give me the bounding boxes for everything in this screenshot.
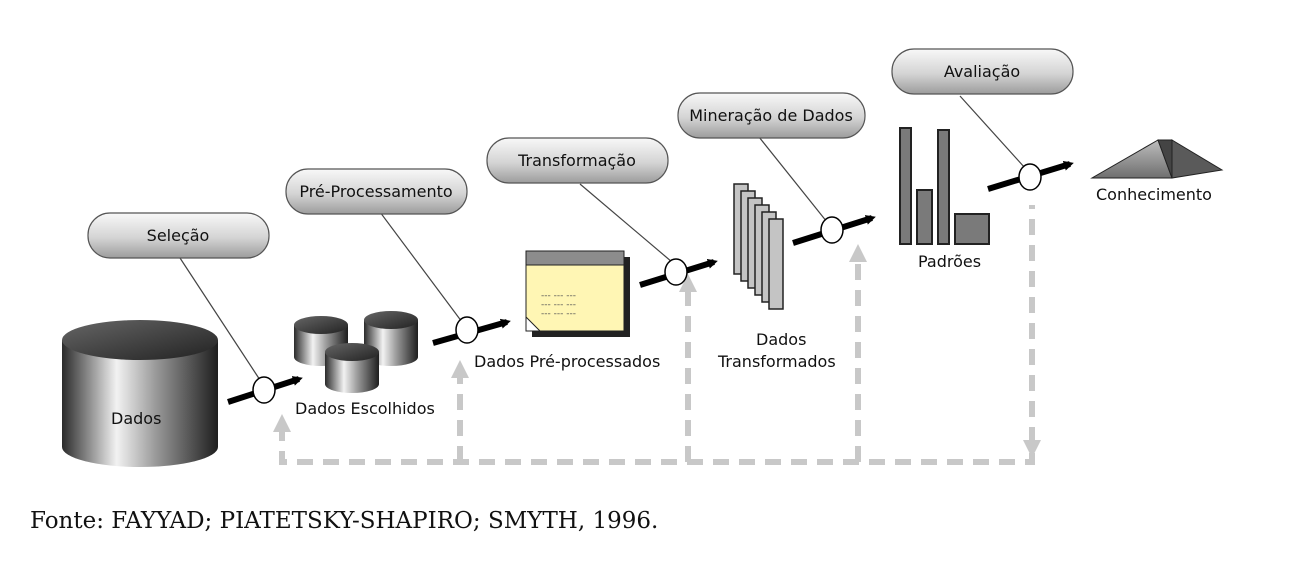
step-transformacao: Transformação bbox=[486, 137, 669, 184]
step-avaliacao-label: Avaliação bbox=[944, 62, 1020, 81]
step-selecao-label: Seleção bbox=[147, 226, 210, 245]
dados-escolhidos-label: Dados Escolhidos bbox=[295, 399, 435, 418]
step-mineracao: Mineração de Dados bbox=[677, 92, 866, 139]
conhecimento-pyramid bbox=[1090, 139, 1224, 179]
pre-processed-note: --- --- --- --- --- --- --- --- --- bbox=[525, 250, 630, 337]
feedback-arrowheads bbox=[273, 244, 1041, 458]
note-line-3: --- --- --- bbox=[541, 309, 576, 319]
step-transformacao-label: Transformação bbox=[517, 151, 636, 170]
dados-transformados-label-2: Transformados bbox=[717, 352, 836, 371]
step-avaliacao: Avaliação bbox=[891, 48, 1074, 95]
conhecimento-label: Conhecimento bbox=[1096, 185, 1212, 204]
transformed-stack bbox=[733, 183, 784, 310]
arrow-circles bbox=[252, 163, 1042, 404]
dados-escolhidos-cylinders bbox=[294, 311, 418, 393]
step-pre-processamento: Pré-Processamento bbox=[285, 168, 468, 215]
pill-connectors bbox=[179, 95, 1026, 381]
dados-pre-processados-label: Dados Pré-processados bbox=[474, 352, 660, 371]
note-line-2: --- --- --- bbox=[541, 300, 576, 310]
kdd-process-diagram: Dados Dados Escolhidos --- --- --- --- -… bbox=[62, 48, 1224, 467]
source-caption: Fonte: FAYYAD; PIATETSKY-SHAPIRO; SMYTH,… bbox=[30, 508, 659, 534]
dados-transformados-label-1: Dados bbox=[756, 330, 806, 349]
padroes-label: Padrões bbox=[918, 252, 981, 271]
dados-label: Dados bbox=[111, 409, 161, 428]
dados-cylinder: Dados bbox=[62, 320, 218, 467]
note-line-1: --- --- --- bbox=[541, 291, 576, 301]
feedback-loop bbox=[279, 205, 1035, 465]
step-selecao: Seleção bbox=[87, 212, 270, 259]
step-mineracao-label: Mineração de Dados bbox=[689, 106, 853, 125]
step-pre-processamento-label: Pré-Processamento bbox=[299, 182, 452, 201]
padroes-bars bbox=[899, 127, 990, 245]
